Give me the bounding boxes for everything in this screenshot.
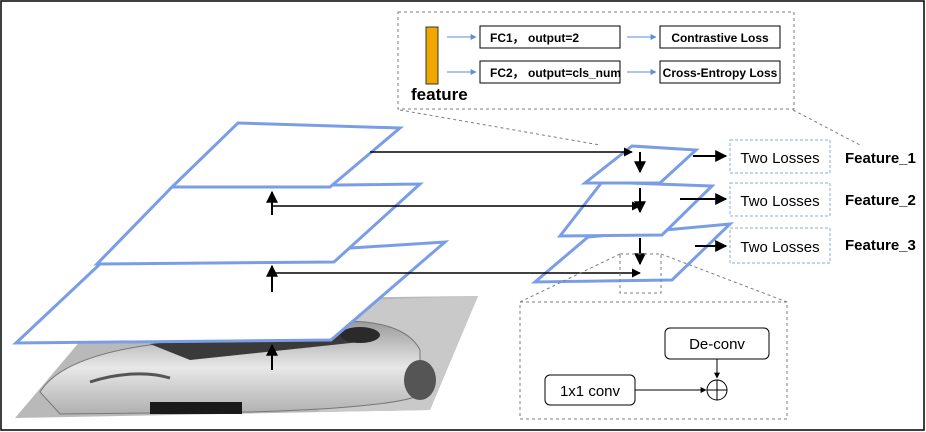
sum-icon (706, 379, 728, 401)
feature-label-1: Feature_1 (845, 150, 916, 167)
loss-box-3 (729, 227, 831, 264)
loss-boxes: Two Losses Two Losses Two Losses (729, 139, 831, 264)
zoom-source-box (619, 253, 662, 294)
right-plane-3 (530, 222, 735, 284)
loss-label-2: Two Losses (740, 193, 819, 210)
conv-label: 1x1 conv (560, 383, 621, 400)
fc2-label: FC2， output=cls_num (490, 66, 621, 80)
output-arrows (680, 150, 728, 252)
right-pyramid (530, 144, 735, 284)
feature-label-3: Feature_3 (845, 237, 916, 254)
loss-box-1 (729, 139, 831, 174)
left-plane-1 (168, 121, 404, 189)
loss-detail-panel: feature FC1， output=2 FC2， output=cls_nu… (397, 11, 861, 146)
feature-label-2: Feature_2 (845, 192, 916, 209)
feature-bar (425, 26, 439, 85)
lateral-arrows (272, 147, 641, 278)
loss-box-2 (729, 182, 831, 217)
loss-label-1: Two Losses (740, 150, 819, 167)
left-pyramid (12, 121, 450, 345)
contrastive-loss-box (659, 25, 781, 49)
deconv-label: De-conv (689, 336, 745, 353)
zoom-line-br (660, 253, 788, 303)
cross-entropy-loss-box (659, 60, 781, 84)
contrastive-loss-label: Contrastive Loss (671, 31, 769, 45)
fc1-box (479, 25, 621, 49)
cross-entropy-loss-label: Cross-Entropy Loss (663, 66, 778, 80)
zoom-line-bl (519, 253, 621, 303)
feature-caption: feature (411, 85, 468, 104)
loss-label-3: Two Losses (740, 239, 819, 256)
zoom-line-left (399, 109, 601, 146)
merge-detail-panel: De-conv 1x1 conv (519, 253, 788, 420)
left-plane-2 (93, 182, 424, 266)
fc1-label: FC1， output=2 (490, 31, 579, 45)
feature-labels: Feature_1 Feature_2 Feature_3 (845, 150, 916, 254)
fc2-box (479, 60, 621, 84)
zoom-line-right (792, 109, 861, 146)
